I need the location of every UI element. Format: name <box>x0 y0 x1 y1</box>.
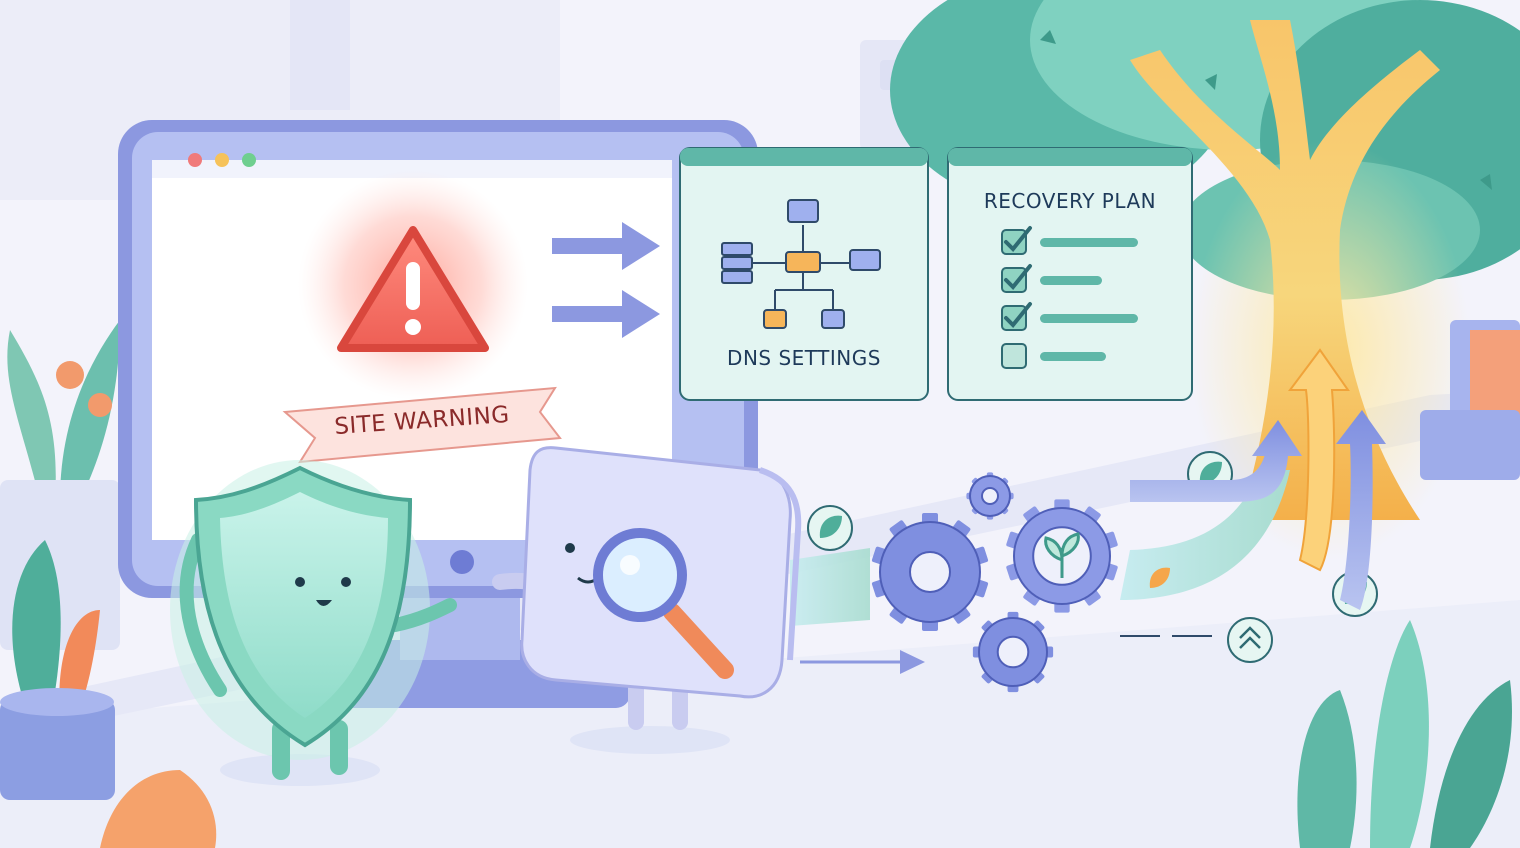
gear-icon <box>871 513 989 631</box>
checklist-line <box>1040 314 1138 323</box>
left-plant <box>0 320 217 848</box>
flow-arrows <box>552 222 660 338</box>
recovery-plan-title: RECOVERY PLAN <box>983 189 1157 213</box>
checklist-line <box>1040 238 1138 247</box>
right-plant <box>1297 320 1520 848</box>
checkmark-icon <box>1004 302 1032 328</box>
shield-character <box>170 460 457 786</box>
sprout-icon <box>1044 532 1080 578</box>
checkbox-checked-icon <box>1001 305 1027 331</box>
growing-tree <box>890 0 1520 560</box>
gear-icon <box>972 611 1054 693</box>
warning-ribbon <box>282 386 562 464</box>
process-gears <box>790 348 1386 693</box>
checkbox-checked-icon <box>1001 229 1027 255</box>
checklist-item <box>1001 264 1102 293</box>
magnifying-glass-icon <box>593 528 734 679</box>
chevron-up-icon <box>1227 617 1273 663</box>
checkbox-checked-icon <box>1001 267 1027 293</box>
checkmark-icon <box>1004 264 1032 290</box>
gear-icon <box>966 472 1014 520</box>
recovery-plan-panel <box>947 147 1193 401</box>
leaf-icon <box>819 515 842 538</box>
checklist-item <box>1001 302 1138 331</box>
warning-triangle-icon <box>298 170 528 400</box>
checklist-line <box>1040 352 1106 361</box>
cube-character <box>492 446 802 754</box>
window-dots-icon <box>188 153 202 167</box>
checkmark-icon <box>1004 226 1032 252</box>
dns-settings-title: DNS SETTINGS <box>727 346 881 370</box>
dns-settings-panel <box>679 147 929 401</box>
checklist-line <box>1040 276 1102 285</box>
checkbox-empty-icon <box>1001 343 1027 369</box>
network-diagram-icon <box>721 199 881 329</box>
checklist-item <box>1001 226 1138 255</box>
checklist-item <box>1001 343 1106 369</box>
